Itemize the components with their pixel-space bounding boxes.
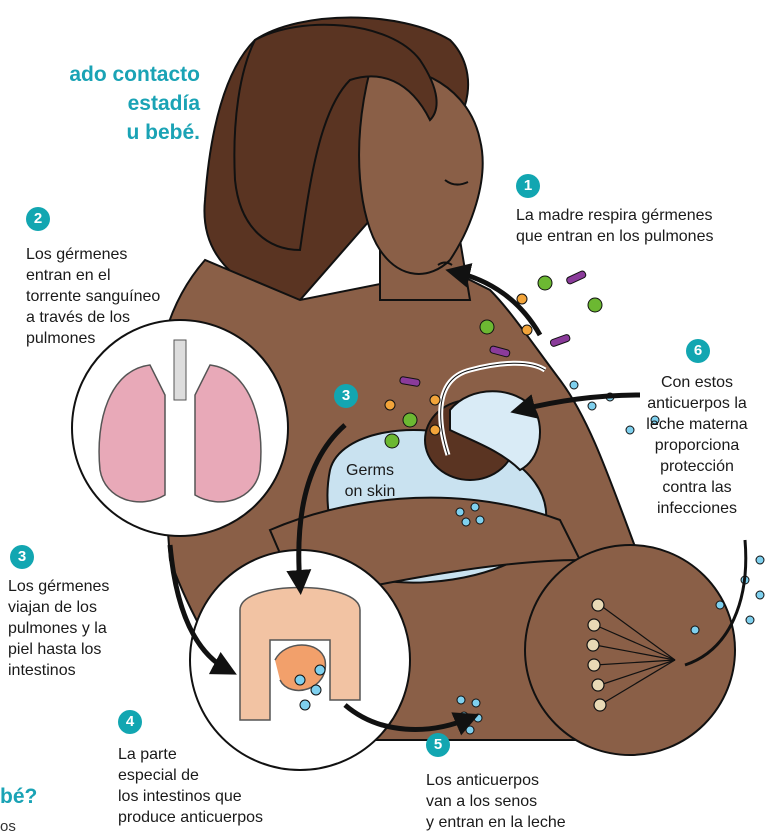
step-3-line: pulmones y la [8,618,168,639]
step-4-text: La parte especial de los intestinos que … [118,744,298,828]
step-3-line: viajan de los [8,597,168,618]
step-1-line: La madre respira gérmenes [516,205,766,226]
step-4-line: los intestinos que [118,786,298,807]
step-5-line: van a los senos [426,791,626,812]
trachea [174,340,186,400]
step-1-text: La madre respira gérmenes que entran en … [516,205,766,247]
step-3-line: Los gérmenes [8,576,168,597]
step-2-line: entran en el [26,265,201,286]
step-5-line: Los anticuerpos [426,770,626,791]
step-6-text: Con estos anticuerpos la leche materna p… [626,372,768,519]
step-4-number: 4 [118,710,142,734]
step-5-line: y entran en la leche [426,812,626,833]
step-2-text: Los gérmenes entran en el torrente sangu… [26,244,201,349]
step-1-line: que entran en los pulmones [516,226,766,247]
step-4-line: especial de [118,765,298,786]
step-4-line: produce anticuerpos [118,807,298,828]
step-6-number: 6 [686,339,710,363]
breast-circle [525,545,735,755]
step-3-text: Los gérmenes viajan de los pulmones y la… [8,576,168,681]
step-3-line: intestinos [8,660,168,681]
text-fragment: os [0,818,16,835]
step-1-number: 1 [516,174,540,198]
step-2-number: 2 [26,207,50,231]
step-2-line: pulmones [26,328,201,349]
step-4-line: La parte [118,744,298,765]
step-2-line: Los gérmenes [26,244,201,265]
step-6-line: Con estos [626,372,768,393]
step-6-line: contra las [626,477,768,498]
step-3-skin-number: 3 [334,384,358,408]
step-2-line: a través de los [26,307,201,328]
step-3-line: piel hasta los [8,639,168,660]
subheading: bé? [0,785,37,809]
step-6-line: anticuerpos la [626,393,768,414]
step-6-line: infecciones [626,498,768,519]
headline-line-2: estadía [0,89,200,118]
step-3-number: 3 [10,545,34,569]
step-6-line: leche materna [626,414,768,435]
step-6-line: proporciona [626,435,768,456]
step-5-number: 5 [426,733,450,757]
headline-line-3: u bebé. [0,118,200,147]
step-2-line: torrente sanguíneo [26,286,201,307]
step-6-line: protección [626,456,768,477]
step-5-text: Los anticuerpos van a los senos y entran… [426,770,626,833]
step-3-skin-line: Germs [330,460,410,481]
step-3-skin-line: on skin [330,481,410,502]
step-3-skin-text: Germs on skin [330,460,410,502]
headline: ado contacto estadía u bebé. [0,60,200,147]
headline-line-1: ado contacto [0,60,200,89]
